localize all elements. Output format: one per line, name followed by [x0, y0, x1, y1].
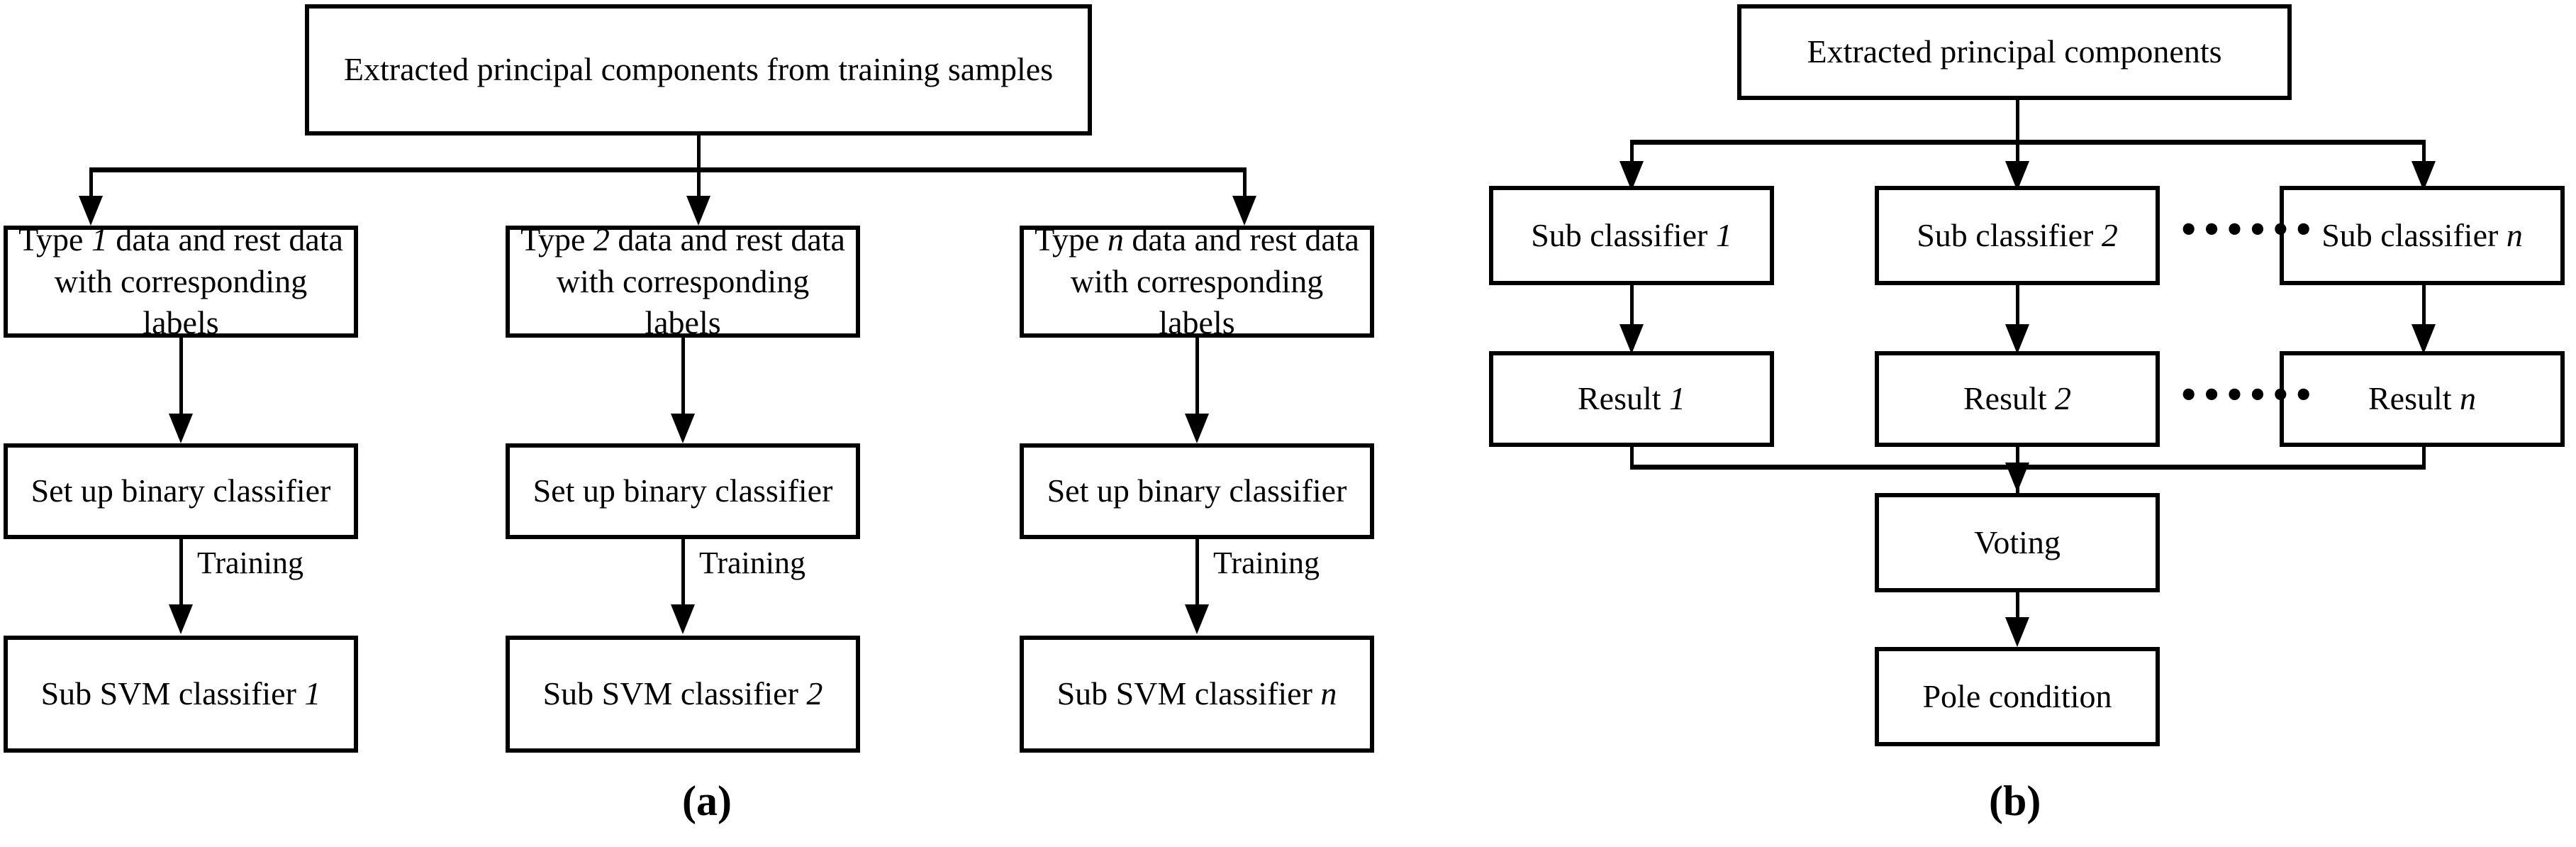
panel-b-classifier-label-3: Sub classifier n	[2321, 216, 2523, 253]
panel-a-data-box-2: Type 2 data and rest data with correspon…	[506, 221, 862, 341]
panel-a-result-box-3: Sub SVM classifier n	[1020, 636, 1376, 754]
panel-a-edge-label-3: Training	[1213, 546, 1320, 580]
panel-a-root-stem	[697, 135, 701, 171]
panel-a-edge-label-2: Training	[699, 546, 805, 580]
panel-b-connector-2	[2016, 285, 2019, 329]
panel-b-root-box: Extracted principal components	[1737, 4, 2293, 101]
panel-b-classifier-box-3: Sub classifier n	[2280, 186, 2566, 287]
panel-b-classifier-label-1: Sub classifier 1	[1531, 216, 1732, 253]
panel-b-result-box-2: Result 2	[1875, 351, 2161, 448]
panel-b-voting-arrow	[2005, 463, 2029, 492]
panel-a-arrow-3a	[1185, 414, 1209, 443]
panel-b-branch-drop-2	[2016, 140, 2019, 165]
panel-b-result-label-3: Result n	[2368, 380, 2477, 417]
panel-b-connector-arrow-3	[2411, 324, 2436, 354]
panel-b-merge-drop-3	[2422, 447, 2426, 470]
panel-b-branch-bar	[1632, 140, 2426, 145]
panel-b-connector-3	[2422, 285, 2426, 329]
panel-a-branch-drop-2	[697, 167, 701, 199]
panel-a-setup-box-1: Set up binary classifier	[4, 443, 359, 541]
panel-b-root-label: Extracted principal components	[1807, 33, 2222, 70]
panel-a-connector-2b	[681, 539, 685, 614]
panel-a-branch-arrow-2	[686, 196, 710, 226]
panel-a-connector-1a	[179, 338, 183, 419]
panel-b-branch-drop-1	[1630, 140, 1634, 165]
panel-b-connector-1	[1630, 285, 1634, 329]
panel-a-branch-bar	[91, 167, 1247, 172]
panel-b-merge-drop-2	[2016, 447, 2019, 470]
panel-a-connector-3b	[1195, 539, 1199, 614]
panel-a-connector-1b	[179, 539, 183, 614]
panel-a-arrow-3b	[1185, 604, 1209, 634]
panel-a-branch-drop-1	[89, 167, 93, 199]
panel-a-arrow-1a	[169, 414, 193, 443]
panel-a-result-label-2: Sub SVM classifier 2	[542, 675, 823, 712]
panel-a-setup-label-2: Set up binary classifier	[533, 472, 833, 509]
panel-b-caption: (b)	[1989, 777, 2041, 824]
panel-a-arrow-1b	[169, 604, 193, 634]
panel-a-data-label-1: Type 1 data and rest data with correspon…	[18, 221, 343, 341]
panel-a-data-box-3: Type n data and rest data with correspon…	[1020, 221, 1376, 341]
panel-b-result-label-1: Result 1	[1577, 380, 1686, 417]
panel-a-data-box-1: Type 1 data and rest data with correspon…	[4, 221, 359, 341]
panel-a-edge-label-1: Training	[197, 546, 303, 580]
panel-b-result-box-1: Result 1	[1489, 351, 1775, 448]
panel-a-setup-box-2: Set up binary classifier	[506, 443, 862, 541]
panel-b-result-box-3: Result n	[2280, 351, 2566, 448]
panel-b-connector-arrow-1	[1619, 324, 1644, 354]
panel-a-setup-box-3: Set up binary classifier	[1020, 443, 1376, 541]
panel-b-classifier-box-2: Sub classifier 2	[1875, 186, 2161, 287]
panel-b-output-arrow	[2005, 617, 2029, 647]
panel-b-output-stem	[2016, 592, 2019, 635]
panel-b-merge-drop-1	[1630, 447, 1634, 470]
panel-a-arrow-2b	[671, 604, 695, 634]
panel-b-voting-box: Voting	[1875, 493, 2161, 594]
panel-a-connector-2a	[681, 338, 685, 419]
panel-a-connector-3a	[1195, 338, 1199, 419]
panel-a-data-label-2: Type 2 data and rest data with correspon…	[520, 221, 845, 341]
panel-a-root-box: Extracted principal components from trai…	[305, 4, 1093, 137]
panel-a-arrow-2a	[671, 414, 695, 443]
panel-b-classifier-label-2: Sub classifier 2	[1917, 216, 2118, 253]
panel-a-result-label-1: Sub SVM classifier 1	[40, 675, 321, 712]
panel-a-data-label-3: Type n data and rest data with correspon…	[1035, 221, 1359, 341]
panel-b-branch-drop-3	[2422, 140, 2426, 165]
panel-a-setup-label-3: Set up binary classifier	[1047, 472, 1347, 509]
panel-b-output-label: Pole condition	[1922, 677, 2112, 714]
panel-b-voting-label: Voting	[1974, 524, 2061, 560]
panel-b-output-box: Pole condition	[1875, 647, 2161, 748]
panel-a-setup-label-1: Set up binary classifier	[30, 472, 331, 509]
panel-a-root-label: Extracted principal components from trai…	[343, 51, 1054, 88]
panel-a-result-label-3: Sub SVM classifier n	[1056, 675, 1337, 712]
panel-a-result-box-2: Sub SVM classifier 2	[506, 636, 862, 754]
panel-a-result-box-1: Sub SVM classifier 1	[4, 636, 359, 754]
panel-b-root-stem	[2016, 100, 2019, 143]
panel-b-result-label-2: Result 2	[1963, 380, 2072, 417]
panel-b-ellipsis-classifiers: ••••••	[2178, 211, 2316, 249]
panel-b-connector-arrow-2	[2005, 324, 2029, 354]
panel-a-branch-drop-3	[1243, 167, 1247, 199]
panel-a-caption: (a)	[682, 777, 732, 824]
panel-a-branch-arrow-3	[1232, 196, 1256, 226]
panel-a-branch-arrow-1	[79, 196, 103, 226]
panel-b-ellipsis-results: ••••••	[2178, 376, 2316, 414]
panel-b-classifier-box-1: Sub classifier 1	[1489, 186, 1775, 287]
